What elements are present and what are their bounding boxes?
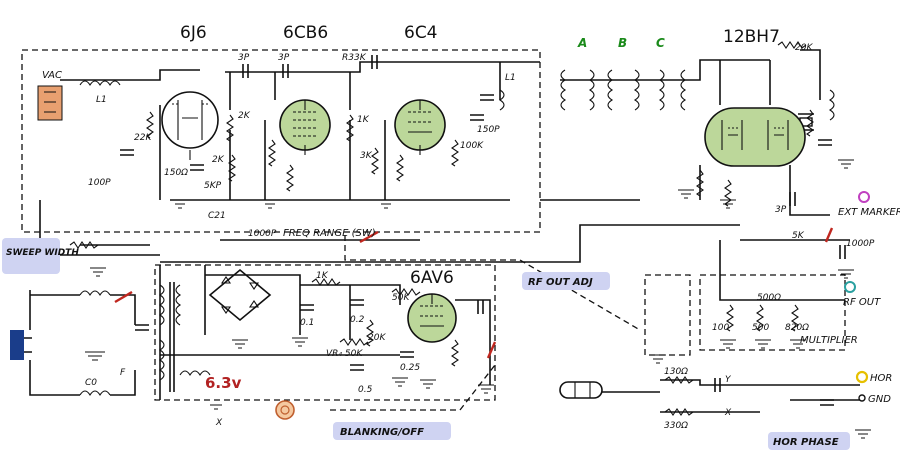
hor-phase-label: HOR PHASE [773, 437, 839, 448]
inductors [79, 69, 835, 397]
svg-text:22K: 22K [134, 133, 152, 143]
svg-text:0.5: 0.5 [358, 385, 373, 395]
ext-marker-label: EXT MARKER [838, 207, 900, 218]
coil-label-c: C [656, 36, 665, 50]
sweep-width-tag: SWEEP WIDTH [2, 238, 79, 274]
multiplier-box [699, 274, 846, 351]
svg-text:C0: C0 [85, 378, 97, 388]
tube-12bh7 [704, 107, 806, 167]
gnd-jack[interactable] [858, 394, 866, 402]
svg-text:3K: 3K [360, 151, 373, 161]
svg-text:500: 500 [752, 323, 769, 333]
ext-marker-jack[interactable] [858, 191, 870, 203]
svg-text:3P: 3P [278, 53, 290, 63]
svg-text:130Ω: 130Ω [664, 367, 688, 377]
oscillator-shield [21, 49, 541, 233]
svg-text:5KP: 5KP [204, 181, 222, 191]
filament-voltage: 6.3v [205, 374, 242, 392]
svg-text:3P: 3P [238, 53, 250, 63]
svg-text:1000P: 1000P [846, 239, 875, 249]
rf-out-jack[interactable] [844, 281, 856, 293]
resistors [69, 41, 814, 416]
vac-plug [37, 85, 63, 121]
svg-text:150Ω: 150Ω [164, 168, 188, 178]
svg-text:VR₄ 50K: VR₄ 50K [326, 349, 363, 359]
sweep-width-label: SWEEP WIDTH [6, 248, 79, 258]
rf-out-adj-tag: RF OUT ADJ [522, 272, 610, 290]
svg-text:150P: 150P [477, 125, 500, 135]
component-values: 3P 3P R33K L1 L1 22K 150Ω 100P 5KP 2K 2K… [85, 43, 875, 431]
vac-label: VAC [42, 70, 62, 81]
tube-label-6cb6: 6CB6 [283, 23, 328, 43]
svg-text:2K: 2K [212, 155, 225, 165]
tube-label-6c4: 6C4 [404, 23, 438, 43]
svg-text:5K: 5K [792, 231, 805, 241]
blanking-tag: BLANKING/OFF [333, 422, 451, 440]
rf-out-label: RF OUT [843, 297, 881, 308]
rf-out-adj-label: RF OUT ADJ [528, 277, 593, 288]
svg-text:1K: 1K [357, 115, 370, 125]
hor-label: HOR [870, 373, 892, 384]
svg-text:X: X [215, 418, 223, 428]
svg-text:Y: Y [725, 375, 732, 385]
svg-text:330Ω: 330Ω [664, 421, 688, 431]
bridge-rectifier [208, 268, 272, 322]
probe-icon [559, 381, 603, 399]
svg-text:R33K: R33K [342, 53, 367, 63]
tube-6cb6 [279, 99, 331, 155]
svg-text:1000P: 1000P [248, 229, 277, 239]
svg-text:20K: 20K [368, 333, 386, 343]
svg-text:F: F [120, 368, 126, 378]
coil-label-a: A [577, 36, 587, 50]
gnd-label: GND [868, 394, 891, 405]
svg-text:0.25: 0.25 [400, 363, 420, 373]
switch-link [344, 235, 641, 331]
tube-6av6 [407, 293, 457, 343]
svg-text:0.1: 0.1 [300, 318, 314, 328]
rf-out-adj-box [644, 274, 691, 356]
tube-label-6av6: 6AV6 [410, 268, 454, 288]
svg-text:100K: 100K [460, 141, 484, 151]
svg-text:L1: L1 [96, 95, 107, 105]
multiplier-label: MULTIPLIER [800, 335, 858, 346]
capacitors [120, 55, 846, 406]
pilot-lamp-icon [275, 400, 295, 420]
ac-plug-icon [10, 330, 32, 360]
transformer-core [169, 282, 175, 392]
svg-text:0.2: 0.2 [350, 315, 365, 325]
hor-jack[interactable] [855, 370, 869, 384]
coil-label-b: B [618, 36, 627, 50]
blanking-shield [154, 264, 496, 401]
svg-text:L1: L1 [505, 73, 516, 83]
svg-text:820Ω: 820Ω [785, 323, 809, 333]
svg-text:50K: 50K [392, 293, 410, 303]
blanking-link [330, 364, 496, 411]
svg-text:100P: 100P [88, 178, 111, 188]
svg-text:3P: 3P [775, 205, 787, 215]
blanking-label: BLANKING/OFF [340, 427, 424, 438]
svg-text:500Ω: 500Ω [757, 293, 781, 303]
svg-text:2K: 2K [238, 111, 251, 121]
hor-phase-tag: HOR PHASE [768, 432, 850, 450]
tube-label-6j6: 6J6 [180, 23, 207, 43]
tube-6j6 [161, 91, 219, 160]
freq-range-label: FREQ RANGE (SW) [283, 228, 376, 239]
wiring [29, 49, 860, 413]
switches [114, 227, 834, 359]
svg-text:100: 100 [712, 323, 729, 333]
tube-6c4 [394, 99, 446, 155]
svg-text:1K: 1K [316, 271, 329, 281]
svg-text:X: X [724, 408, 732, 418]
grounds [85, 159, 871, 439]
svg-text:20K: 20K [795, 43, 813, 53]
tube-label-12bh7: 12BH7 [723, 27, 780, 47]
svg-text:C21: C21 [208, 211, 226, 221]
